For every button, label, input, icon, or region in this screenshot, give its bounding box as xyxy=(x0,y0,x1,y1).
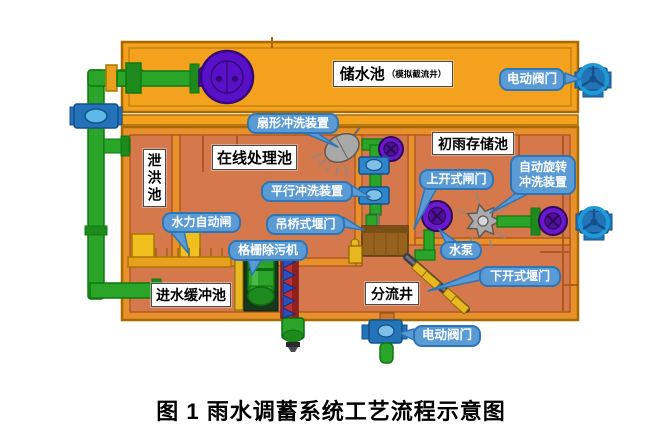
electric-valve-top-icon xyxy=(574,63,612,98)
pool-label-inlet-buffer: 进水缓冲池 xyxy=(151,283,231,307)
callout-electric-valve-top: 电动阀门 xyxy=(499,68,565,91)
pipe-valve-icon xyxy=(69,103,123,129)
tail-electric-valve-top xyxy=(564,72,582,85)
storage-area-pump-icon xyxy=(496,206,568,236)
water-pump-icon xyxy=(414,200,453,261)
fan-flusher-icon xyxy=(311,126,361,176)
callout-water-pump: 水泵 xyxy=(440,241,482,260)
pool-label-online-treatment: 在线处理池 xyxy=(212,145,297,170)
flood-pool-title: 泄洪池 xyxy=(146,152,163,204)
electric-valve-right-icon xyxy=(575,206,613,241)
callout-drawbridge-weir: 吊桥式堰门 xyxy=(266,214,345,235)
callout-bar-screen: 格栅除污机 xyxy=(228,240,308,261)
storage-pool-title: 储水池 xyxy=(339,65,385,83)
callout-parallel-flusher: 平行冲洗装置 xyxy=(261,181,353,202)
callout-top-opening-gate: 上开式闸门 xyxy=(419,169,494,190)
drawbridge-weir-icon xyxy=(361,214,409,257)
tank-flange-strip xyxy=(121,114,579,126)
storage-pump-icon xyxy=(105,49,255,105)
pool-label-storage: 储水池 （模拟截流井） xyxy=(333,61,453,87)
callout-bottom-opening-weir: 下开式堰门 xyxy=(479,266,561,287)
callout-fan-flusher: 扇形冲洗装置 xyxy=(247,113,339,134)
diversion-actuator-icon xyxy=(348,238,363,264)
drain-pump-icon xyxy=(281,317,305,352)
figure-caption: 图 1 雨水调蓄系统工艺流程示意图 xyxy=(156,399,506,424)
callout-auto-rotating-flusher: 自动旋转冲洗装置 xyxy=(510,155,576,195)
bottom-weir-icon xyxy=(403,253,471,315)
callout-tails xyxy=(169,72,582,341)
callout-hydraulic-gate: 水力自动闸 xyxy=(162,212,241,233)
storage-pool-note: （模拟截流井） xyxy=(386,68,447,79)
pool-label-initial-rain-storage: 初雨存储池 xyxy=(432,132,514,155)
pool-label-flood-discharge: 泄洪池 xyxy=(143,149,166,207)
callout-electric-valve-bottom: 电动阀门 xyxy=(413,325,481,347)
pool-label-diversion-well: 分流井 xyxy=(365,282,419,305)
